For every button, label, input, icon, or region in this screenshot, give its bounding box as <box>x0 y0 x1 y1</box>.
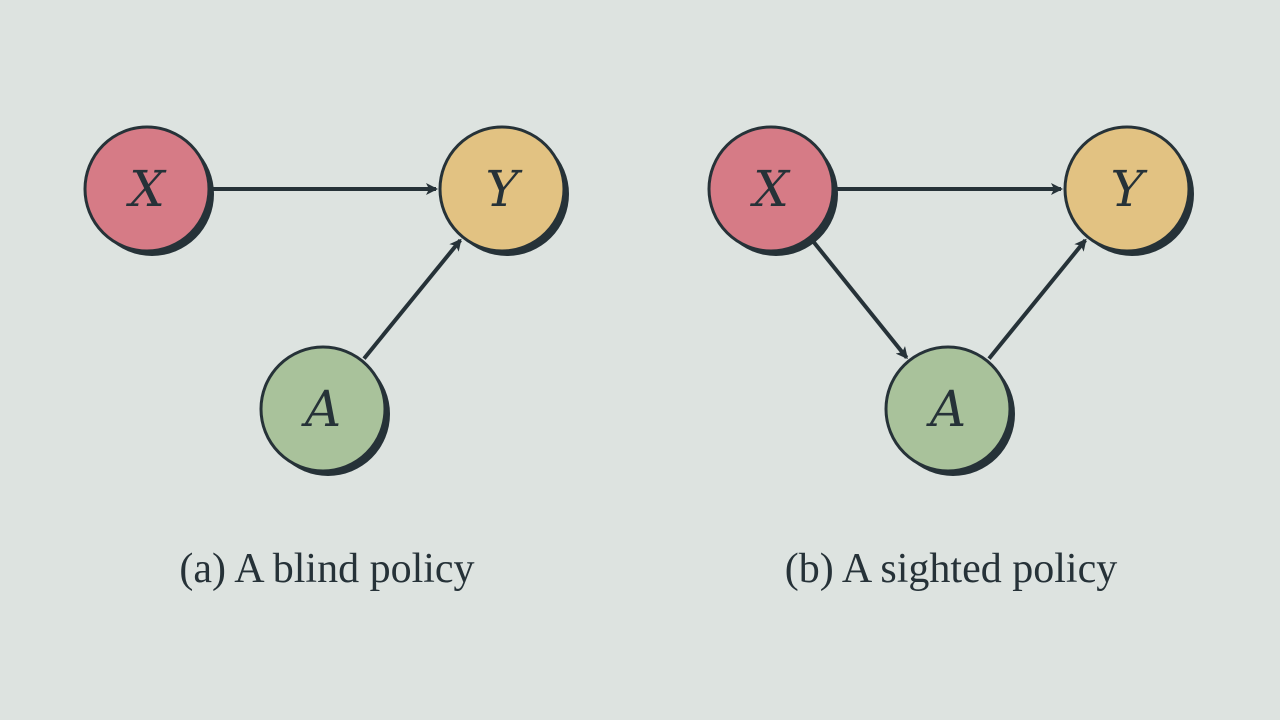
edge-x-to-a <box>810 238 909 360</box>
node-label: X <box>125 160 167 218</box>
node-y: Y <box>438 125 569 256</box>
edge-a-to-y <box>987 238 1087 360</box>
node-circle <box>1063 125 1191 253</box>
diagram-sighted-policy: X Y A (b) A sighted policy <box>707 125 1194 592</box>
node-a: A <box>884 345 1015 476</box>
diagram-blind-policy: X Y A (a) A blind policy <box>83 125 569 592</box>
node-circle <box>707 125 835 253</box>
node-label: Y <box>485 160 522 218</box>
diagram-caption: (a) A blind policy <box>179 546 474 592</box>
node-circle <box>438 125 566 253</box>
node-a: A <box>259 345 390 476</box>
node-circle <box>884 345 1012 473</box>
node-label: Y <box>1110 160 1147 218</box>
node-x: X <box>707 125 838 256</box>
diagram-caption: (b) A sighted policy <box>785 546 1117 592</box>
node-y: Y <box>1063 125 1194 256</box>
edge-a-to-y <box>362 238 462 360</box>
node-x: X <box>83 125 214 256</box>
node-label: A <box>926 380 966 438</box>
node-circle <box>259 345 387 473</box>
node-label: A <box>301 380 341 438</box>
node-circle <box>83 125 211 253</box>
node-label: X <box>749 160 791 218</box>
